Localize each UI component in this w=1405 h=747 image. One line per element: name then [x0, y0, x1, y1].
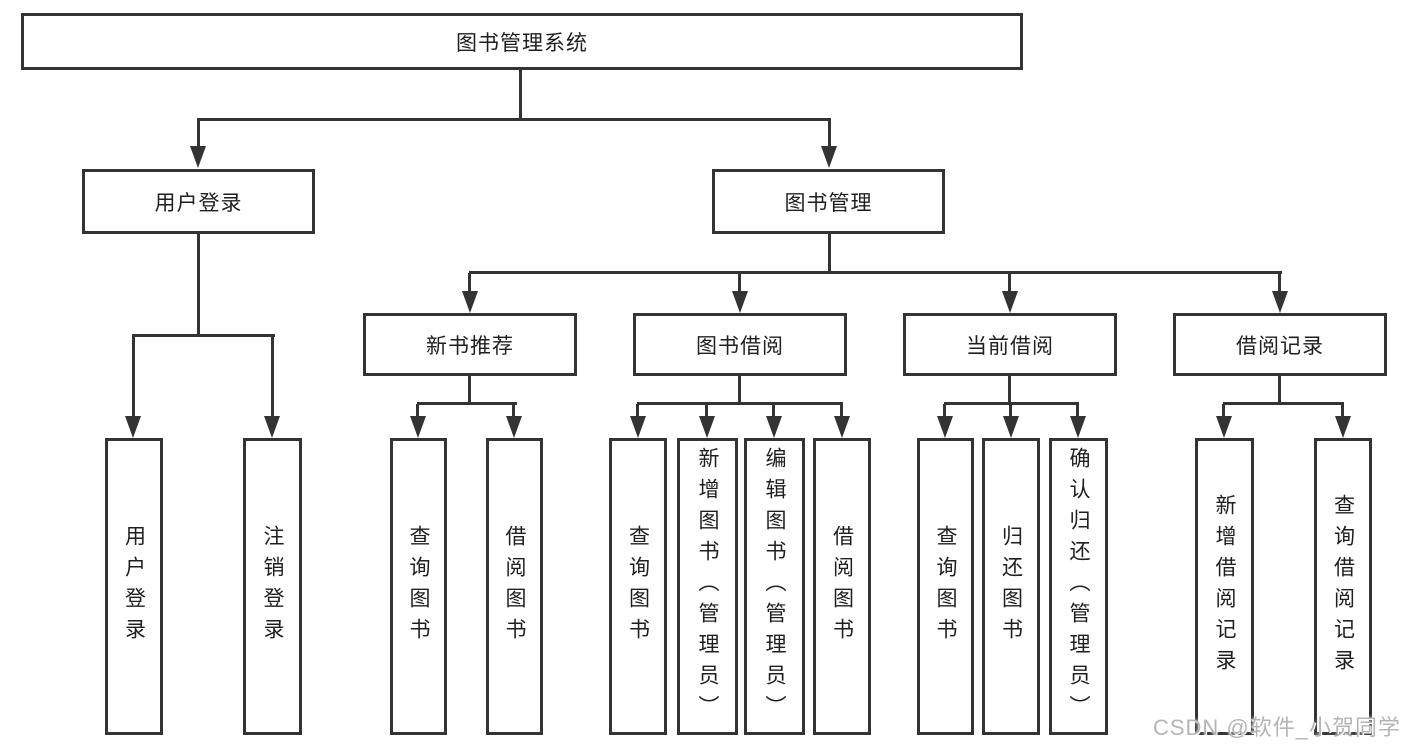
- connector-arrow-stem: [943, 404, 946, 418]
- connector-arrow-stem: [1222, 404, 1225, 418]
- connector-arrow-stem: [1341, 404, 1344, 418]
- arrow-down-icon: [1003, 416, 1019, 438]
- connector-userlogin-rail: [132, 334, 275, 337]
- connector-arrow-stem: [1076, 404, 1079, 418]
- arrow-down-icon: [410, 416, 426, 438]
- connector-current-rail: [944, 402, 1079, 405]
- node-root: 图书管理系统: [21, 13, 1023, 70]
- leaf-current-confirm-label: 确认归还（管理员）: [1067, 447, 1090, 726]
- connector-arrow-stem: [1278, 273, 1281, 291]
- connector-arrow-stem: [828, 120, 831, 148]
- node-user-login: 用户登录: [82, 169, 315, 234]
- leaf-borrow-add: 新增图书（管理员）: [677, 438, 738, 735]
- arrow-down-icon: [630, 416, 646, 438]
- connector-arrow-stem: [705, 404, 708, 418]
- leaf-newbook-borrow: 借阅图书: [486, 438, 543, 735]
- leaf-borrow-add-label: 新增图书（管理员）: [696, 447, 719, 726]
- node-current-borrow-label: 当前借阅: [966, 334, 1054, 358]
- arrow-down-icon: [1335, 416, 1351, 438]
- leaf-record-query-label: 查询借阅记录: [1331, 493, 1355, 680]
- arrow-down-icon: [190, 146, 206, 168]
- leaf-logout: 注销登录: [243, 438, 302, 735]
- connector-newbook-stub: [468, 376, 471, 405]
- leaf-current-confirm: 确认归还（管理员）: [1049, 438, 1108, 735]
- arrow-down-icon: [1272, 291, 1288, 313]
- node-root-label: 图书管理系统: [456, 31, 588, 55]
- connector-arrow-stem: [468, 273, 471, 291]
- node-book-management: 图书管理: [712, 169, 945, 234]
- arrow-down-icon: [1002, 291, 1018, 313]
- arrow-down-icon: [1216, 416, 1232, 438]
- arrow-down-icon: [821, 146, 837, 168]
- node-borrow-record: 借阅记录: [1173, 313, 1387, 376]
- connector-arrow-stem: [1009, 404, 1012, 418]
- connector-arrow-stem: [772, 404, 775, 418]
- leaf-current-return-label: 归还图书: [999, 524, 1023, 649]
- leaf-borrow-edit: 编辑图书（管理员）: [744, 438, 805, 735]
- leaf-current-return: 归还图书: [982, 438, 1040, 735]
- connector-arrow-stem: [636, 404, 639, 418]
- leaf-newbook-query: 查询图书: [390, 438, 447, 735]
- connector-arrow-stem: [416, 404, 419, 418]
- arrow-down-icon: [732, 291, 748, 313]
- arrow-down-icon: [699, 416, 715, 438]
- arrow-down-icon: [125, 416, 141, 438]
- arrow-down-icon: [462, 291, 478, 313]
- connector-newbook-rail: [417, 402, 517, 405]
- csdn-watermark: CSDN @软件_小贺同学: [1152, 715, 1401, 740]
- node-book-borrow-label: 图书借阅: [696, 334, 784, 358]
- connector-current-stub: [1008, 376, 1011, 405]
- leaf-current-query-label: 查询图书: [934, 524, 957, 649]
- leaf-record-query: 查询借阅记录: [1314, 438, 1372, 735]
- node-current-borrow: 当前借阅: [903, 313, 1117, 376]
- arrow-down-icon: [834, 416, 850, 438]
- leaf-borrow-query: 查询图书: [609, 438, 667, 735]
- arrow-down-icon: [766, 416, 782, 438]
- connector-borrow-rail: [637, 402, 843, 405]
- leaf-record-add: 新增借阅记录: [1195, 438, 1254, 735]
- leaf-borrow-query-label: 查询图书: [626, 524, 650, 649]
- arrow-down-icon: [264, 416, 280, 438]
- connector-arrow-stem: [271, 336, 274, 416]
- connector-arrow-stem: [1008, 273, 1011, 291]
- connector-arrow-stem: [197, 120, 200, 148]
- connector-arrow-stem: [132, 336, 135, 416]
- leaf-newbook-borrow-label: 借阅图书: [503, 524, 526, 649]
- connector-arrow-stem: [738, 273, 741, 291]
- node-book-management-label: 图书管理: [784, 191, 873, 215]
- connector-arrow-stem: [840, 404, 843, 418]
- arrow-down-icon: [506, 416, 522, 438]
- leaf-current-query: 查询图书: [917, 438, 974, 735]
- connector-bookmgmt-rail: [469, 271, 1282, 274]
- leaf-record-add-label: 新增借阅记录: [1213, 493, 1236, 680]
- leaf-logout-label: 注销登录: [261, 524, 284, 649]
- leaf-newbook-query-label: 查询图书: [407, 524, 430, 649]
- node-book-borrow: 图书借阅: [633, 313, 847, 376]
- node-new-book-recommend-label: 新书推荐: [426, 334, 514, 358]
- connector-root-stub: [519, 70, 522, 120]
- leaf-borrow-edit-label: 编辑图书（管理员）: [763, 447, 786, 726]
- connector-record-rail: [1223, 402, 1344, 405]
- node-new-book-recommend: 新书推荐: [363, 313, 577, 376]
- arrow-down-icon: [937, 416, 953, 438]
- connector-userlogin-stub: [197, 234, 200, 337]
- leaf-borrow-borrow: 借阅图书: [813, 438, 871, 735]
- leaf-borrow-borrow-label: 借阅图书: [830, 524, 854, 649]
- connector-bookmgmt-stub: [828, 234, 831, 274]
- arrow-down-icon: [1070, 416, 1086, 438]
- connector-arrow-stem: [512, 404, 515, 418]
- node-user-login-label: 用户登录: [154, 191, 243, 215]
- connector-record-stub: [1278, 376, 1281, 405]
- leaf-user-login-label: 用户登录: [122, 524, 146, 649]
- leaf-user-login: 用户登录: [105, 438, 163, 735]
- connector-root-rail: [197, 118, 831, 121]
- connector-borrow-stub: [738, 376, 741, 405]
- node-borrow-record-label: 借阅记录: [1236, 334, 1324, 358]
